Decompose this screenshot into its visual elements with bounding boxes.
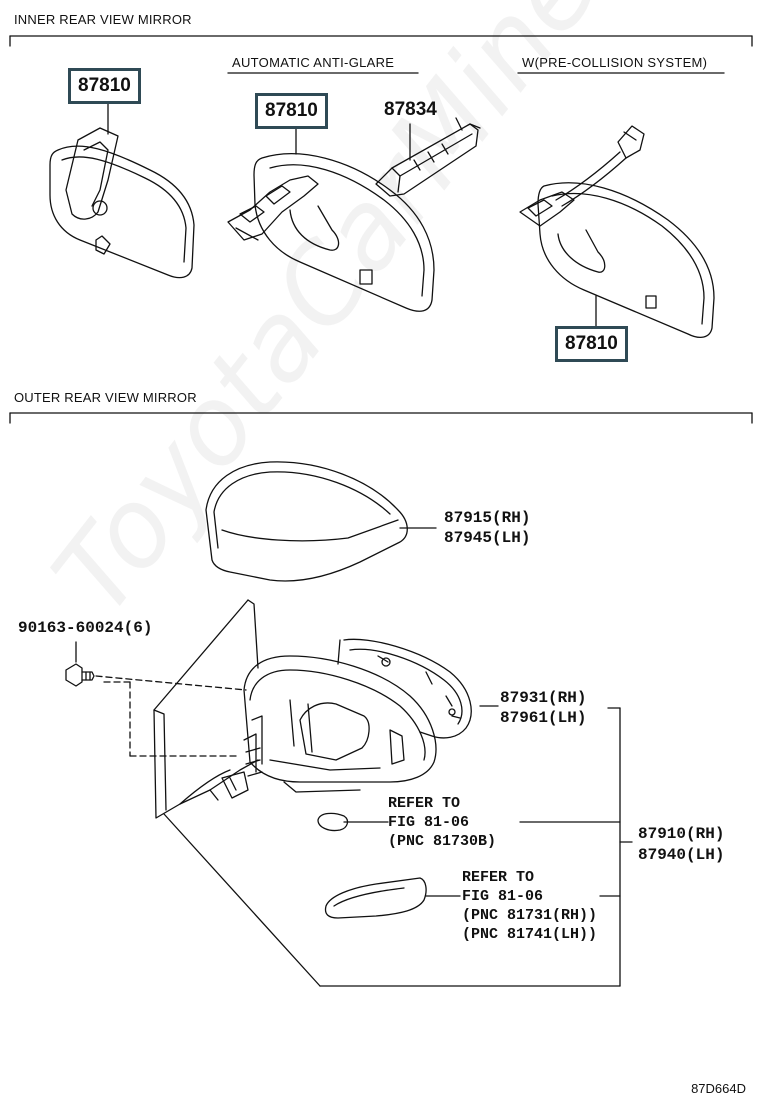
part-label-87834[interactable]: 87834 <box>384 99 437 120</box>
outer-mirror-assembly[interactable] <box>221 655 437 799</box>
ref2-line3: (PNC 81731(RH)) <box>462 907 598 924</box>
inner-mirror-standard[interactable] <box>49 101 195 279</box>
pre-collision-caption: W(PRE-COLLISION SYSTEM) <box>522 55 708 70</box>
inner-cover-87834[interactable] <box>375 117 481 197</box>
assembly-leader-lines <box>163 707 633 987</box>
ref1-line3: (PNC 81730B) <box>388 833 497 850</box>
ref1-line2[interactable]: FIG 81-06 <box>388 814 470 831</box>
inner-section-frame <box>9 35 753 47</box>
part-label-87961[interactable]: 87961(LH) <box>500 709 587 727</box>
part-label-87940[interactable]: 87940(LH) <box>638 846 725 864</box>
part-label-87915[interactable]: 87915(RH) <box>444 509 531 527</box>
side-turn-lamp[interactable] <box>324 877 461 919</box>
inner-mirror-pre-collision[interactable] <box>519 125 715 339</box>
screw-90163[interactable] <box>65 641 247 757</box>
inner-section-title: INNER REAR VIEW MIRROR <box>14 12 192 27</box>
outer-mirror-cover[interactable] <box>205 461 437 582</box>
ref2-line2[interactable]: FIG 81-06 <box>462 888 544 905</box>
inner-mirror-anti-glare[interactable] <box>227 123 435 312</box>
figure-code: 87D664D <box>691 1081 746 1096</box>
turn-signal-bulb[interactable] <box>317 812 389 832</box>
ref2-line4: (PNC 81741(LH)) <box>462 926 598 943</box>
ref1-line1: REFER TO <box>388 795 461 812</box>
ref2-line1: REFER TO <box>462 869 535 886</box>
part-label-90163[interactable]: 90163-60024(6) <box>18 619 153 637</box>
mirror-glass-housing[interactable] <box>337 638 499 739</box>
mirror-base-bracket[interactable] <box>153 599 259 819</box>
part-label-87910[interactable]: 87910(RH) <box>638 825 725 843</box>
part-label-87810-standard[interactable]: 87810 <box>68 68 141 104</box>
outer-section-frame <box>9 412 753 424</box>
part-label-87810-pre-collision[interactable]: 87810 <box>555 326 628 362</box>
part-label-87945[interactable]: 87945(LH) <box>444 529 531 547</box>
anti-glare-caption: AUTOMATIC ANTI-GLARE <box>232 55 395 70</box>
part-label-87810-anti-glare[interactable]: 87810 <box>255 93 328 129</box>
part-label-87931[interactable]: 87931(RH) <box>500 689 587 707</box>
outer-section-title: OUTER REAR VIEW MIRROR <box>14 390 197 405</box>
